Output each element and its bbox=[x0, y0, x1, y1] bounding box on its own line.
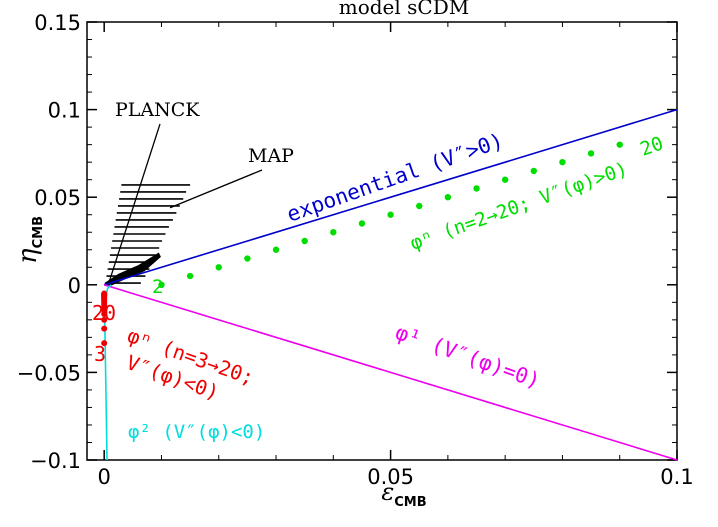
axis-ticks bbox=[87, 21, 678, 461]
annotation-pointers bbox=[108, 123, 263, 284]
point-phi_n_positive bbox=[330, 229, 337, 236]
y-axis-subscript: CMB bbox=[31, 216, 46, 248]
point-phi_n_negative bbox=[101, 290, 108, 297]
annotation-label-2-positive: 2 bbox=[152, 276, 163, 298]
x-axis-label: εCMB bbox=[381, 478, 426, 510]
point-phi_n_positive bbox=[358, 220, 366, 227]
observation-contours bbox=[104, 184, 191, 287]
point-phi_n_negative bbox=[101, 340, 108, 347]
point-phi_n_positive bbox=[272, 246, 280, 253]
planck-contour bbox=[104, 252, 161, 287]
point-phi_n_positive bbox=[444, 194, 452, 201]
y-tick-label: 0.15 bbox=[34, 11, 81, 35]
pointer-planck bbox=[108, 123, 161, 284]
y-tick-label: 0 bbox=[68, 274, 81, 298]
point-phi_n_positive bbox=[215, 264, 222, 271]
point-phi_n_positive bbox=[301, 237, 308, 245]
annotation-phi-two: φ² (V″(φ)<0) bbox=[128, 421, 265, 443]
tick-labels: 0 0.05 0.1 −0.1 −0.05 0 0.05 0.1 0.15 bbox=[17, 11, 694, 489]
y-tick-label: 0.05 bbox=[34, 186, 81, 210]
point-phi_n_negative bbox=[101, 316, 108, 323]
series-lines bbox=[103, 108, 678, 461]
point-phi_n_negative bbox=[101, 325, 108, 332]
point-phi_n_positive bbox=[501, 176, 509, 183]
x-axis-subscript: CMB bbox=[394, 495, 426, 510]
x-tick-label: 0.1 bbox=[660, 465, 693, 489]
point-phi_n_positive bbox=[559, 158, 566, 166]
point-phi_n_positive bbox=[244, 255, 251, 262]
point-phi_n_positive bbox=[587, 150, 595, 157]
y-axis-label-group: ηCMB bbox=[13, 216, 46, 264]
point-phi_n_positive bbox=[186, 272, 194, 280]
y-tick-label: −0.05 bbox=[17, 361, 81, 385]
y-axis-label: ηCMB bbox=[13, 216, 46, 264]
annotation-map: MAP bbox=[248, 145, 294, 167]
point-phi_n_positive bbox=[158, 281, 165, 288]
series-line-phi_one bbox=[103, 284, 678, 461]
point-phi_n_positive bbox=[530, 167, 537, 175]
x-tick-label: 0.05 bbox=[367, 465, 414, 489]
point-phi_n_positive bbox=[616, 141, 623, 148]
point-phi_n_negative bbox=[101, 311, 108, 318]
annotation-label-20-negative: 20 bbox=[92, 301, 116, 325]
y-tick-label: −0.1 bbox=[30, 449, 81, 473]
x-axis-symbol: ε bbox=[381, 478, 394, 506]
point-phi_n_positive bbox=[387, 211, 394, 218]
annotation-label-3-negative: 3 bbox=[94, 342, 106, 366]
series-line-exponential bbox=[103, 108, 678, 286]
y-axis-symbol: η bbox=[13, 248, 43, 264]
series-points bbox=[101, 141, 623, 347]
chart-title: model sCDM bbox=[339, 0, 469, 19]
annotation-planck: PLANCK bbox=[115, 99, 200, 121]
point-phi_n_positive bbox=[473, 185, 480, 192]
point-phi_n_positive bbox=[416, 202, 423, 210]
pointer-map bbox=[169, 169, 263, 209]
y-tick-label: 0.1 bbox=[48, 99, 81, 123]
plot-frame bbox=[86, 21, 678, 461]
series-line-phi_two bbox=[103, 284, 112, 461]
x-tick-label: 0 bbox=[97, 465, 110, 489]
